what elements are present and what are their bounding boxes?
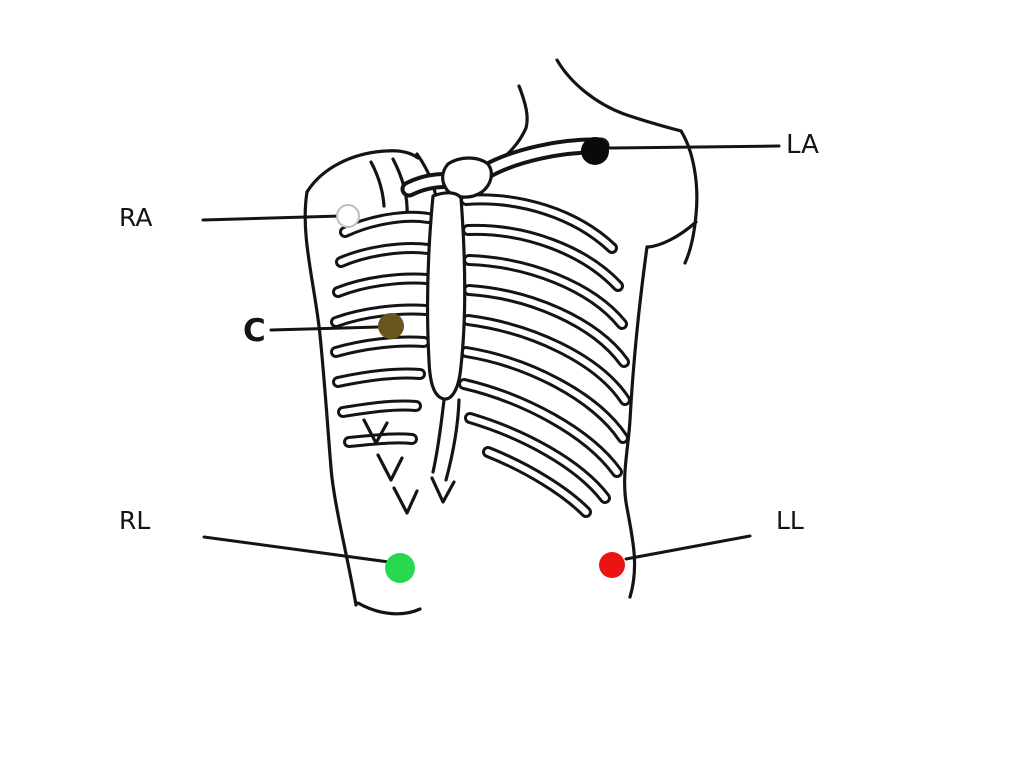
electrode-annotations: LA RA C RL LL bbox=[119, 130, 819, 583]
electrode-dot-LA bbox=[581, 137, 609, 165]
sternum-bones bbox=[425, 156, 493, 401]
sternum-and-clavicles bbox=[409, 146, 601, 401]
ribcage bbox=[336, 199, 625, 512]
electrode-dot-RA bbox=[336, 204, 360, 228]
leader-line-C bbox=[269, 325, 381, 332]
electrode-label-LL: LL bbox=[776, 506, 804, 535]
left-shoulder-line bbox=[305, 149, 420, 194]
right-armpit-line bbox=[646, 220, 698, 249]
leader-line-RL bbox=[202, 535, 391, 564]
electrode-dot-C bbox=[378, 313, 404, 339]
left-side-line bbox=[303, 190, 333, 470]
electrode-dot-LL bbox=[599, 552, 625, 578]
electrode-label-C: C bbox=[243, 313, 266, 349]
torso-outline bbox=[303, 58, 699, 616]
sternum-bone bbox=[425, 191, 467, 401]
costal-margin-right-line bbox=[444, 398, 461, 482]
cartilage-zigzag-4 bbox=[430, 476, 456, 504]
neck-right-shoulder-line bbox=[555, 58, 683, 133]
electrode-label-RL: RL bbox=[119, 506, 150, 535]
manubrium-bone bbox=[441, 156, 493, 199]
electrode-dot-RL bbox=[385, 553, 415, 583]
leader-line-LA bbox=[608, 144, 781, 150]
leader-line-RA bbox=[201, 214, 343, 222]
costal-cartilage bbox=[362, 398, 461, 515]
left-lower-side-line bbox=[329, 466, 358, 607]
cartilage-zigzag-2 bbox=[376, 453, 404, 482]
right-arm-outer-line bbox=[679, 129, 699, 265]
electrode-label-RA: RA bbox=[119, 203, 152, 232]
leader-line-LL bbox=[624, 534, 752, 561]
costal-margin-left-line bbox=[431, 398, 446, 474]
left-hip-crease-line bbox=[356, 601, 422, 616]
right-side-line bbox=[623, 245, 649, 599]
left-shoulder-stroke-3 bbox=[369, 160, 386, 208]
cartilage-zigzag-3 bbox=[392, 486, 419, 515]
cartilage-zigzag-1 bbox=[362, 418, 389, 445]
electrode-label-LA: LA bbox=[786, 130, 819, 160]
